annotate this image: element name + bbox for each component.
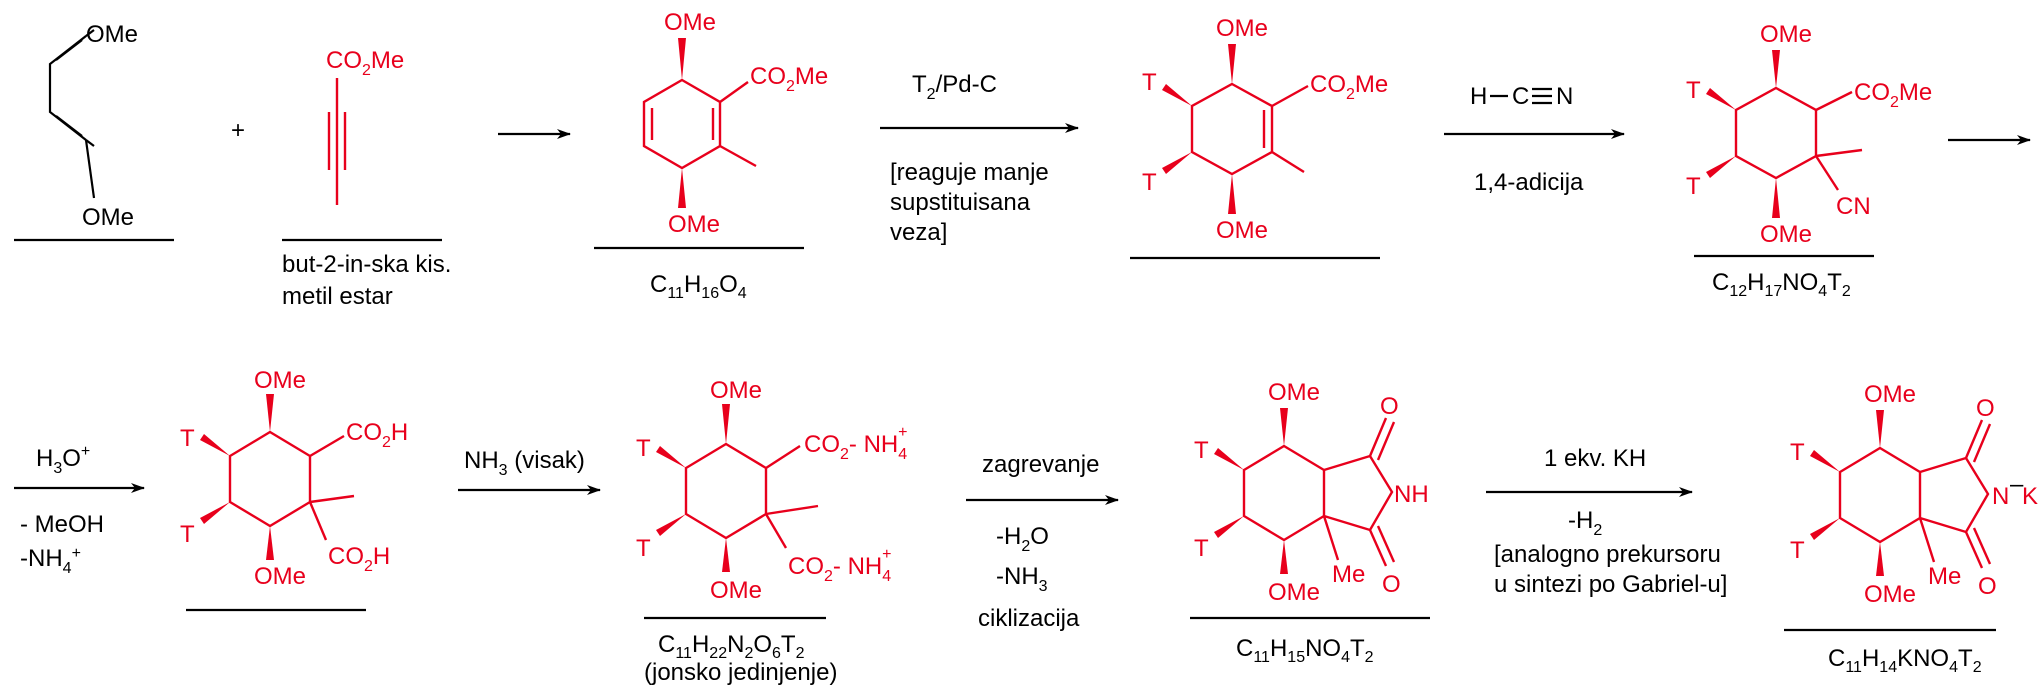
imide-ome-bottom: OMe xyxy=(1268,579,1320,606)
ksalt-charge: – xyxy=(2010,471,2024,498)
tritiated-ester-label: CO2Me xyxy=(1310,71,1388,103)
tritiated-t1: T xyxy=(1142,69,1157,96)
step-4: H3O+ - MeOH -NH4+ xyxy=(14,443,145,577)
nitrile-t1: T xyxy=(1686,77,1701,104)
salt-formula: C11H22N2O6T2 xyxy=(658,631,805,662)
step-5: NH3 (visak) xyxy=(458,447,601,495)
salt-carboxylate1: CO2- NH4+ xyxy=(804,424,907,463)
step2-note-line3: veza] xyxy=(890,219,947,246)
imide-structure: T T OMe OMe O O NH Me C11H15NO4T2 xyxy=(1190,379,1430,666)
salt-carboxylate2: CO2- NH4+ xyxy=(788,546,891,585)
plus-sign: + xyxy=(231,117,245,144)
imide-t2: T xyxy=(1194,535,1209,562)
nitrile-t2: T xyxy=(1686,173,1701,200)
imide-formula: C11H15NO4T2 xyxy=(1236,635,1374,666)
step-6: zagrevanje -H2O -NH3 ciklizacija xyxy=(966,451,1119,632)
diene-structure: OMe OMe xyxy=(14,21,174,242)
step2-note-line2: supstituisana xyxy=(890,189,1031,216)
salt-t2: T xyxy=(636,535,651,562)
step3-n: N xyxy=(1556,83,1573,110)
diacid-ome-top: OMe xyxy=(254,367,306,394)
nitrile-cn: CN xyxy=(1836,193,1871,220)
step-7: 1 ekv. KH -H2 [analogno prekursoru u sin… xyxy=(1486,445,1727,598)
tritiated-ome-top: OMe xyxy=(1216,15,1268,42)
adduct-structure: OMe OMe CO2Me C11H16O4 xyxy=(594,9,828,302)
ksalt-o1: O xyxy=(1976,395,1995,422)
step6-b2: -NH3 xyxy=(996,563,1048,595)
tritiated-t2: T xyxy=(1142,169,1157,196)
imide-t1: T xyxy=(1194,437,1209,464)
nitrile-ester-label: CO2Me xyxy=(1854,79,1932,111)
step2-reagent: T2/Pd-C xyxy=(912,71,997,103)
dienophile-structure: CO2Me but-2-in-ska kis. metil estar xyxy=(282,47,451,310)
nitrile-formula: C12H17NO4T2 xyxy=(1712,269,1851,300)
diacid-t1: T xyxy=(180,425,195,452)
dienophile-ester-label: CO2Me xyxy=(326,47,404,79)
adduct-ester-label: CO2Me xyxy=(750,63,828,95)
imide-nh: NH xyxy=(1394,481,1429,508)
ksalt-t1: T xyxy=(1790,439,1805,466)
ksalt-ome-top: OMe xyxy=(1864,381,1916,408)
salt-t1: T xyxy=(636,435,651,462)
ksalt-n: N xyxy=(1992,483,2009,510)
adduct-formula: C11H16O4 xyxy=(650,271,747,302)
ksalt-ome-bottom: OMe xyxy=(1864,581,1916,608)
salt-ome-bottom: OMe xyxy=(710,577,762,604)
imide-o2: O xyxy=(1382,571,1401,598)
ksalt-t2: T xyxy=(1790,537,1805,564)
step6-b1: -H2O xyxy=(996,523,1049,555)
step3-note: 1,4-adicija xyxy=(1474,169,1584,196)
step7-b3: u sintezi po Gabriel-u] xyxy=(1494,571,1727,598)
imide-me: Me xyxy=(1332,561,1365,588)
diacid-acid2: CO2H xyxy=(328,543,390,575)
diacid-acid1: CO2H xyxy=(346,419,408,451)
step7-above: 1 ekv. KH xyxy=(1544,445,1646,472)
step4-reagent: H3O+ xyxy=(36,443,90,477)
step6-b3: ciklizacija xyxy=(978,605,1080,632)
imide-ome-top: OMe xyxy=(1268,379,1320,406)
ksalt-k: K xyxy=(2022,483,2038,510)
adduct-ome-bottom: OMe xyxy=(668,211,720,238)
step-3: H C N 1,4-adicija xyxy=(1444,83,1625,196)
dienophile-name-line1: but-2-in-ska kis. xyxy=(282,251,451,278)
step4-note1: - MeOH xyxy=(20,511,104,538)
nitrile-ome-bottom: OMe xyxy=(1760,221,1812,248)
diacid-ome-bottom: OMe xyxy=(254,563,306,590)
diacid-structure: T T OMe OMe CO2H CO2H xyxy=(180,367,408,612)
tritiated-ome-bottom: OMe xyxy=(1216,217,1268,244)
salt-structure: T T OMe OMe CO2- NH4+ CO2- NH4+ C11H22N2… xyxy=(636,377,907,686)
step3-h: H xyxy=(1470,83,1487,110)
dienophile-name-line2: metil estar xyxy=(282,283,393,310)
step4-note2: -NH4+ xyxy=(20,545,81,577)
salt-formula-note: (jonsko jedinjenje) xyxy=(644,659,837,686)
step5-reagent: NH3 (visak) xyxy=(464,447,585,479)
diene-ome-bottom: OMe xyxy=(82,204,134,231)
imide-o1: O xyxy=(1380,393,1399,420)
ksalt-formula: C11H14KNO4T2 xyxy=(1828,645,1982,676)
step-2: T2/Pd-C [reaguje manje supstituisana vez… xyxy=(880,71,1079,246)
ksalt-o2: O xyxy=(1978,573,1997,600)
salt-ome-top: OMe xyxy=(710,377,762,404)
step7-b2: [analogno prekursoru xyxy=(1494,541,1721,568)
ksalt-me: Me xyxy=(1928,563,1961,590)
tritiated-structure: T T OMe OMe CO2Me xyxy=(1130,15,1388,260)
step2-note-line1: [reaguje manje xyxy=(890,159,1049,186)
step6-above: zagrevanje xyxy=(982,451,1099,478)
nitrile-ome-top: OMe xyxy=(1760,21,1812,48)
diene-ome-top: OMe xyxy=(86,21,138,48)
diacid-t2: T xyxy=(180,521,195,548)
step7-b1: -H2 xyxy=(1568,507,1602,539)
nitrile-structure: T T OMe OMe CO2Me CN C12H17NO4T2 xyxy=(1686,21,1932,300)
step3-c: C xyxy=(1512,83,1529,110)
adduct-ome-top: OMe xyxy=(664,9,716,36)
potassium-salt-structure: T T OMe OMe O O N – K Me C11H14KNO4T2 xyxy=(1784,381,2038,676)
